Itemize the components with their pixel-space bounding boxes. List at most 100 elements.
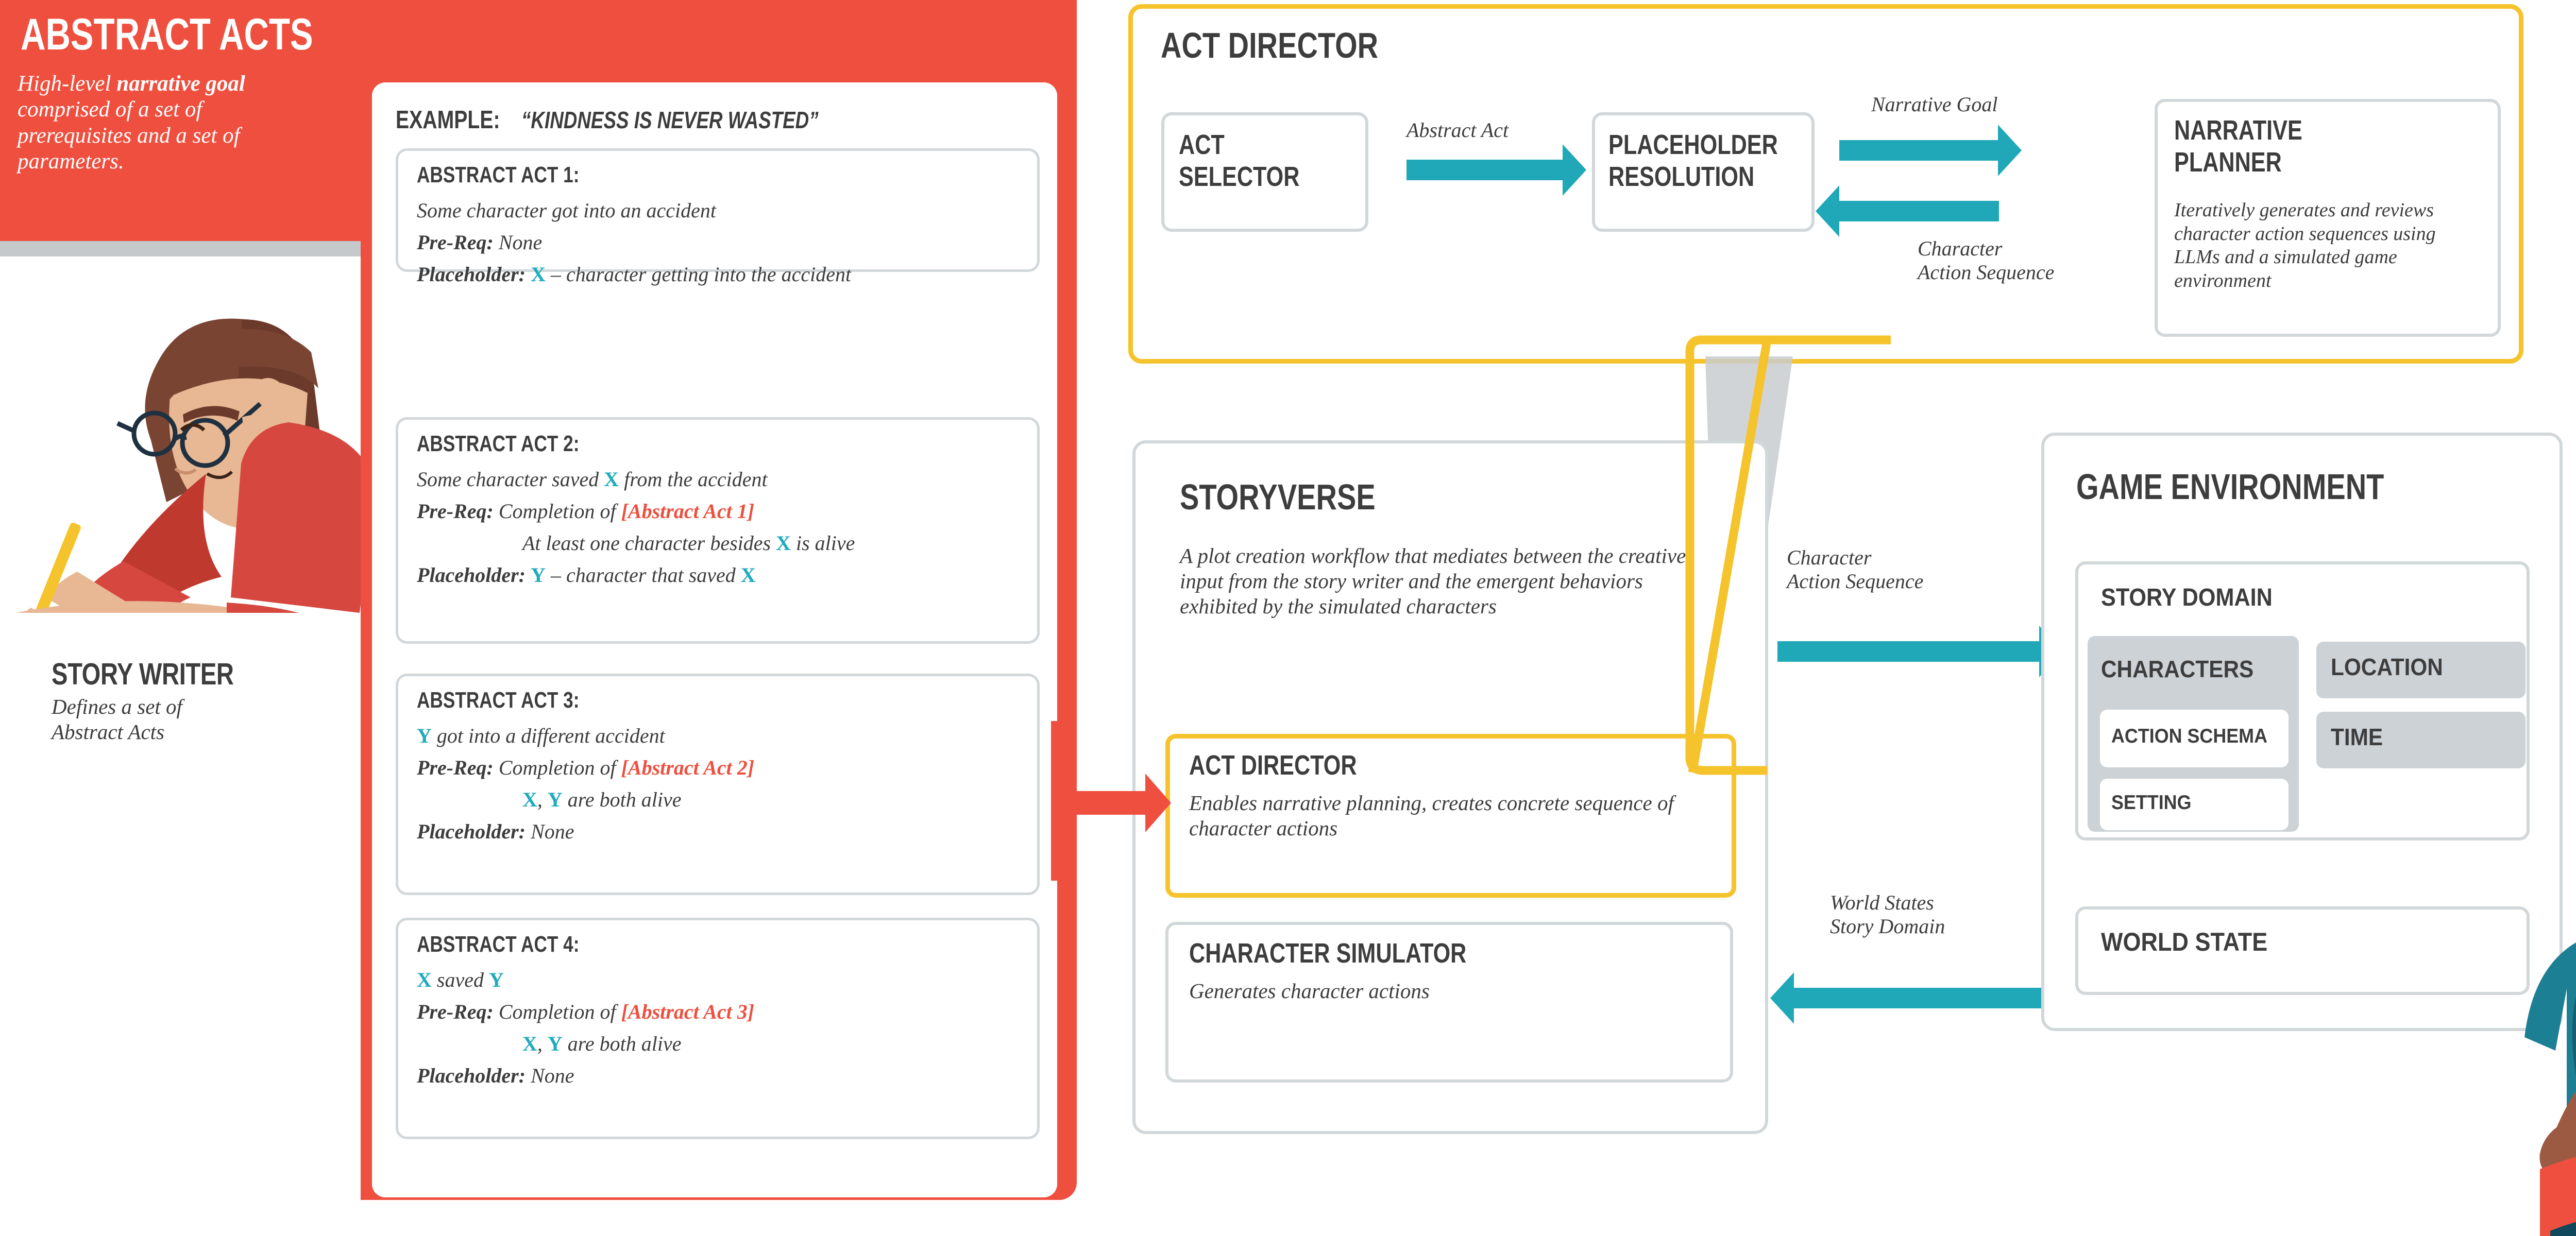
story-writer-desc: Defines a set of Abstract Acts (52, 695, 182, 744)
abstract-act-arrow (1406, 144, 1586, 196)
abstract-act-card[interactable]: ABSTRACT ACT 1: Some character got into a… (396, 148, 1040, 286)
abstract-act-statement: X saved Y (417, 968, 504, 992)
abstract-act-title: ABSTRACT ACT 2: (417, 431, 580, 456)
text: Completion of (498, 756, 621, 779)
abstract-act-prereq: Pre-Req: Completion of [Abstract Act 3] (417, 1000, 754, 1024)
setting-pill (2100, 779, 2289, 830)
prereq-label: Pre-Req: (417, 1000, 499, 1023)
example-label: EXAMPLE: (396, 106, 500, 134)
placeholder-variable: X (417, 968, 432, 991)
prereq-label: Pre-Req: (417, 231, 499, 254)
act-director-gold-connector (1685, 335, 1891, 775)
placeholder-variable: X (740, 563, 756, 587)
abstract-act-prereq: Pre-Req: Completion of [Abstract Act 1] (417, 499, 754, 523)
placeholder-variable: Y (417, 724, 432, 747)
abstract-act-prereq: Pre-Req: Completion of [Abstract Act 2] (417, 756, 754, 780)
text: Completion of (498, 500, 621, 523)
placeholder-variable: Y (547, 788, 563, 811)
text: are both alive (562, 1032, 682, 1055)
abstract-acts-arrow-stem (1051, 721, 1075, 881)
edge-label-abstract-act: Abstract Act (1406, 118, 1509, 142)
subtitle-pre: High-level (18, 72, 117, 96)
abstract-act-statement: Y got into a different accident (417, 724, 665, 748)
game-environment-title: GAME ENVIRONMENT (2076, 467, 2384, 507)
abstract-act-placeholder: Placeholder: X – character getting into … (417, 262, 851, 286)
location-label: LOCATION (2331, 654, 2443, 680)
story-writer-title: STORY WRITER (52, 657, 234, 691)
action-schema-pill (2100, 710, 2289, 767)
abstract-act-title: ABSTRACT ACT 3: (417, 688, 580, 713)
placeholder-resolution-box (1592, 112, 1815, 232)
abstract-act-statement: Some character saved X from the accident (417, 467, 768, 491)
abstract-act-placeholder: Placeholder: None (417, 819, 574, 844)
storyverse-act-director-box (1165, 734, 1736, 898)
prereq-label: Pre-Req: (417, 500, 499, 523)
placeholder-variable: X (522, 788, 537, 811)
action-schema-label: ACTION SCHEMA (2111, 725, 2267, 747)
abstract-act-placeholder: Placeholder: Y – character that saved X (417, 563, 756, 587)
storyverse-act-director-desc: Enables narrative planning, creates conc… (1189, 791, 1674, 840)
edge-label-character-action-sequence: Character Action Sequence (1787, 546, 1924, 593)
narrative-planner-desc: Iteratively generates and reviews charac… (2174, 199, 2436, 291)
character-action-sequence-arrow-top (1816, 185, 1999, 237)
placeholder-label: Placeholder: (417, 263, 531, 286)
placeholder-variable: X (522, 1032, 537, 1055)
text: Completion of (498, 1000, 621, 1023)
abstract-act-prereq: Pre-Req: None (417, 230, 542, 254)
text: – character getting into the accident (545, 263, 852, 286)
placeholder-variable: X (776, 531, 791, 555)
abstract-act-statement: Some character got into an accident (417, 198, 716, 222)
edge-label-character-action-sequence-top: Character Action Sequence (1918, 237, 2055, 284)
text: is alive (791, 531, 855, 555)
storyverse-desc: A plot creation workflow that mediates b… (1180, 544, 1686, 619)
story-writer-illustration (15, 318, 361, 613)
story-domain-title: STORY DOMAIN (2101, 584, 2273, 611)
narrative-goal-arrow (1839, 125, 2022, 176)
placeholder-resolution-label: PLACEHOLDER RESOLUTION (1608, 129, 1778, 193)
act-reference: [Abstract Act 3] (621, 1000, 755, 1023)
act-selector-label: ACT SELECTOR (1179, 129, 1300, 193)
world-states-arrow (1770, 972, 2048, 1024)
location-pill (2316, 642, 2526, 698)
world-state-label: WORLD STATE (2101, 928, 2268, 956)
text: Some character saved (417, 468, 604, 491)
act-director-panel-title: ACT DIRECTOR (1161, 25, 1379, 65)
placeholder-variable: X (604, 468, 619, 491)
abstract-act-card[interactable]: ABSTRACT ACT 4: X saved Y Pre-Req: Complet… (396, 918, 1040, 1139)
player-illustration (2524, 942, 2576, 1236)
character-simulator-title: CHARACTER SIMULATOR (1189, 938, 1467, 969)
subtitle-bold: narrative goal (116, 72, 245, 96)
abstract-act-prereq: X, Y are both alive (522, 787, 681, 812)
text: None (531, 1064, 574, 1087)
act-reference: [Abstract Act 1] (621, 500, 755, 523)
abstract-act-card[interactable]: ABSTRACT ACT 3: Y got into a different ac… (396, 674, 1040, 895)
edge-label-world-states: World States Story Domain (1830, 891, 1945, 938)
example-heading: EXAMPLE: “KINDNESS IS NEVER WASTED” (396, 106, 892, 134)
edge-label-narrative-goal: Narrative Goal (1871, 93, 1998, 116)
setting-label: SETTING (2111, 792, 2192, 814)
placeholder-label: Placeholder: (417, 1064, 531, 1087)
characters-label: CHARACTERS (2101, 656, 2254, 682)
subtitle-post: comprised of a set of prerequisites and … (18, 97, 240, 174)
text: from the accident (619, 468, 768, 491)
placeholder-variable: Y (547, 1032, 563, 1055)
narrative-planner-label: NARRATIVE PLANNER (2174, 115, 2302, 178)
text: are both alive (562, 788, 682, 811)
placeholder-label: Placeholder: (417, 820, 531, 843)
abstract-act-title: ABSTRACT ACT 4: (417, 932, 580, 957)
act-selector-box (1161, 112, 1368, 232)
storyverse-act-director-title: ACT DIRECTOR (1189, 750, 1357, 781)
placeholder-label: Placeholder: (417, 563, 531, 587)
example-quote: “KINDNESS IS NEVER WASTED” (521, 107, 819, 133)
abstract-act-title: ABSTRACT ACT 1: (417, 162, 580, 187)
abstract-act-placeholder: Placeholder: None (417, 1063, 574, 1088)
abstract-act-prereq: X, Y are both alive (522, 1032, 681, 1056)
time-label: TIME (2331, 724, 2383, 750)
abstract-acts-title: ABSTRACT ACTS (21, 10, 313, 59)
text: saved (431, 968, 489, 991)
world-state-box (2075, 906, 2530, 995)
character-action-sequence-arrow (1777, 626, 2063, 677)
abstract-act-prereq: At least one character besides X is aliv… (522, 531, 855, 555)
abstract-act-card[interactable]: ABSTRACT ACT 2: Some character saved X fr… (396, 417, 1040, 644)
text: None (498, 231, 543, 254)
